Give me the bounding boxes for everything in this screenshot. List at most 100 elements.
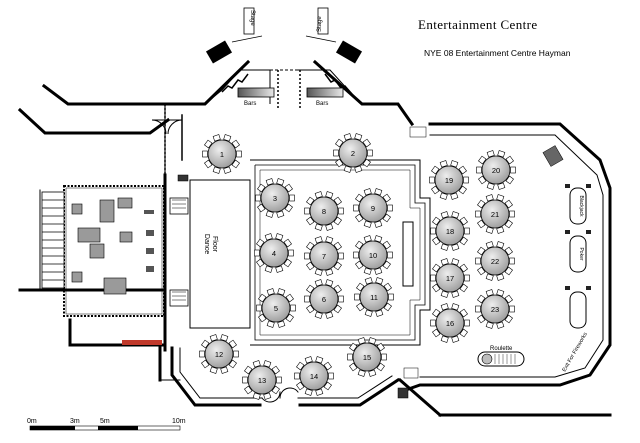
chair: [325, 279, 334, 287]
chair: [477, 219, 486, 229]
chair: [382, 213, 391, 223]
chair: [304, 252, 310, 260]
chair: [376, 362, 385, 372]
chair: [199, 350, 205, 358]
chair: [496, 321, 505, 329]
chair: [504, 314, 513, 324]
chair: [201, 359, 210, 369]
chair: [362, 158, 371, 168]
chair: [353, 251, 359, 259]
chair: [450, 160, 459, 168]
chair: [275, 265, 284, 273]
chair: [288, 249, 294, 257]
chair: [265, 178, 274, 186]
chair: [451, 258, 460, 266]
table-number: 17: [446, 274, 454, 283]
table-number: 21: [491, 210, 499, 219]
chair: [485, 194, 494, 202]
card-tables: Blackjack Poker: [565, 184, 591, 329]
chair: [296, 381, 305, 391]
roulette-label: Roulette: [490, 346, 513, 352]
table-top: [207, 139, 237, 169]
table-top: [247, 365, 277, 395]
table-top: [435, 216, 465, 246]
chair: [304, 388, 313, 396]
chair: [496, 241, 505, 249]
chair: [231, 159, 240, 169]
chair: [254, 249, 260, 257]
chair: [458, 165, 467, 175]
stage-left-label: Stage: [249, 10, 255, 26]
chair: [276, 376, 282, 384]
table-20: 20: [476, 150, 516, 190]
chair: [388, 293, 394, 301]
blackjack-table-2: [569, 291, 587, 329]
chair: [314, 223, 323, 231]
chair: [464, 274, 470, 282]
chair: [440, 211, 449, 219]
chair: [477, 294, 486, 304]
chair: [266, 320, 275, 328]
chair: [458, 185, 467, 195]
table-top: [358, 240, 388, 270]
chair: [335, 158, 344, 168]
chair: [477, 199, 486, 209]
chair: [374, 188, 383, 196]
chair: [459, 308, 468, 318]
speaker-right: [305, 35, 363, 64]
stage-right-box: Stage: [317, 7, 329, 35]
scale-tick-10: 10m: [172, 418, 186, 425]
chair: [223, 166, 232, 174]
chair: [476, 166, 482, 174]
table-top: [434, 165, 464, 195]
chair: [477, 314, 486, 324]
table-top: [299, 361, 329, 391]
table-number: 3: [273, 194, 277, 203]
table-2: 2: [333, 133, 373, 173]
table-3: 3: [255, 178, 295, 218]
chair: [354, 133, 363, 141]
table-number: 7: [322, 252, 326, 261]
table-21: 21: [475, 194, 515, 234]
chair: [325, 311, 334, 319]
chair: [333, 216, 342, 226]
chair: [233, 350, 239, 358]
chair: [375, 309, 384, 317]
chair: [496, 289, 505, 297]
chair: [204, 139, 213, 149]
chair: [201, 339, 210, 349]
chair: [325, 236, 334, 244]
chair: [252, 392, 261, 400]
chair: [504, 219, 513, 229]
table-19: 19: [429, 160, 469, 200]
chair: [504, 294, 513, 304]
chair: [464, 227, 470, 235]
chair: [363, 188, 372, 196]
chair: [364, 309, 373, 317]
chair: [475, 257, 481, 265]
chair: [431, 165, 440, 175]
table-10: 10: [353, 235, 393, 275]
scale-tick-3: 3m: [70, 418, 80, 425]
chair: [255, 194, 261, 202]
chair: [477, 266, 486, 276]
chair: [432, 328, 441, 338]
chair: [459, 263, 468, 273]
chair: [478, 155, 487, 165]
chair: [325, 268, 334, 276]
chair: [355, 240, 364, 250]
chair: [451, 290, 460, 298]
blackjack-table: Blackjack: [569, 187, 587, 225]
chair: [204, 159, 213, 169]
stage-right-label: Stage: [317, 16, 323, 32]
chair: [228, 359, 237, 369]
chair: [459, 216, 468, 226]
table-17: 17: [430, 258, 470, 298]
chair: [430, 274, 436, 282]
chair: [432, 283, 441, 293]
chair: [349, 342, 358, 352]
chair: [223, 134, 232, 142]
chair: [244, 365, 253, 375]
chair: [431, 185, 440, 195]
chair: [306, 216, 315, 226]
